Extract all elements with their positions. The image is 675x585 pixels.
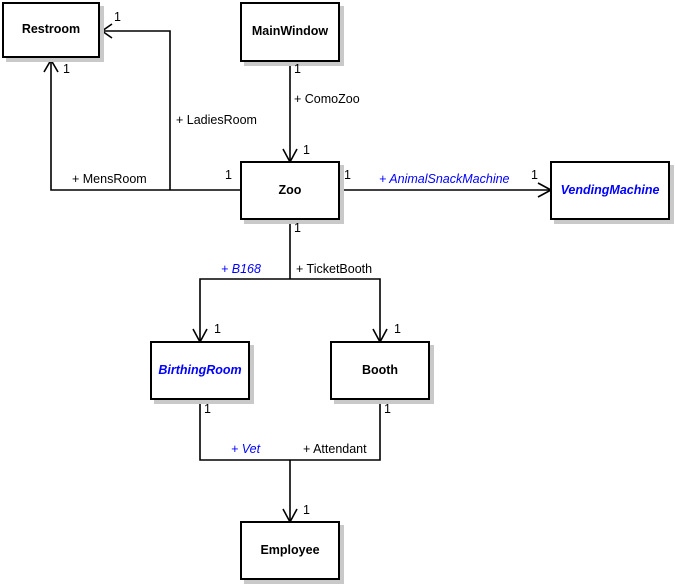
class-box-zoo[interactable]: Zoo (240, 161, 340, 220)
class-name-employee: Employee (260, 542, 320, 557)
class-name-birthingroom: BirthingRoom (158, 362, 242, 377)
role-label-attendant[interactable]: + Attendant (303, 442, 367, 456)
association-employee-trunk (282, 460, 298, 524)
association-zoo-b168[interactable] (192, 278, 290, 344)
class-box-vendingmachine[interactable]: VendingMachine (550, 161, 670, 220)
class-box-restroom[interactable]: Restroom (2, 2, 100, 58)
class-box-employee[interactable]: Employee (240, 521, 340, 580)
multiplicity-zoo-left: 1 (225, 168, 232, 182)
multiplicity-zoo-bottom: 1 (294, 221, 301, 235)
multiplicity-vendingmachine-in: 1 (531, 168, 538, 182)
class-box-booth[interactable]: Booth (330, 341, 430, 400)
role-label-ticketbooth[interactable]: + TicketBooth (296, 262, 373, 276)
class-name-restroom: Restroom (21, 22, 81, 37)
class-box-birthingroom[interactable]: BirthingRoom (150, 341, 250, 400)
role-label-vet[interactable]: + Vet (231, 442, 261, 456)
role-label-ladiesroom[interactable]: + LadiesRoom (176, 113, 257, 127)
role-label-animalsnackmachine[interactable]: + AnimalSnackMachine (379, 172, 510, 186)
association-zoo-ladiesroom[interactable] (100, 23, 171, 190)
class-name-vendingmachine: VendingMachine (560, 182, 660, 197)
association-zoo-mensroom[interactable] (43, 58, 240, 191)
multiplicity-restroom-mensroom: 1 (63, 62, 70, 76)
multiplicity-booth-out: 1 (384, 402, 391, 416)
multiplicity-zoo-right: 1 (344, 168, 351, 182)
multiplicity-mainwindow-comozoo: 1 (294, 62, 301, 76)
class-name-mainwindow: MainWindow (251, 24, 329, 39)
class-name-zoo: Zoo (278, 182, 302, 197)
class-name-booth: Booth (361, 362, 399, 377)
class-box-mainwindow[interactable]: MainWindow (240, 2, 340, 62)
role-label-b168[interactable]: + B168 (221, 262, 261, 276)
role-label-comozoo[interactable]: + ComoZoo (294, 92, 360, 106)
association-birthingroom-vet[interactable] (199, 400, 290, 461)
multiplicity-booth-in: 1 (394, 322, 401, 336)
multiplicity-birthingroom-in: 1 (214, 322, 221, 336)
multiplicity-zoo-top: 1 (303, 143, 310, 157)
association-zoo-ticketbooth[interactable] (290, 278, 388, 344)
association-booth-attendant[interactable] (290, 400, 381, 461)
multiplicity-restroom-ladiesroom: 1 (114, 10, 121, 24)
multiplicity-birthingroom-out: 1 (204, 402, 211, 416)
role-label-mensroom[interactable]: + MensRoom (72, 172, 147, 186)
multiplicity-employee-in: 1 (303, 503, 310, 517)
association-mainwindow-comozoo[interactable] (282, 62, 298, 164)
